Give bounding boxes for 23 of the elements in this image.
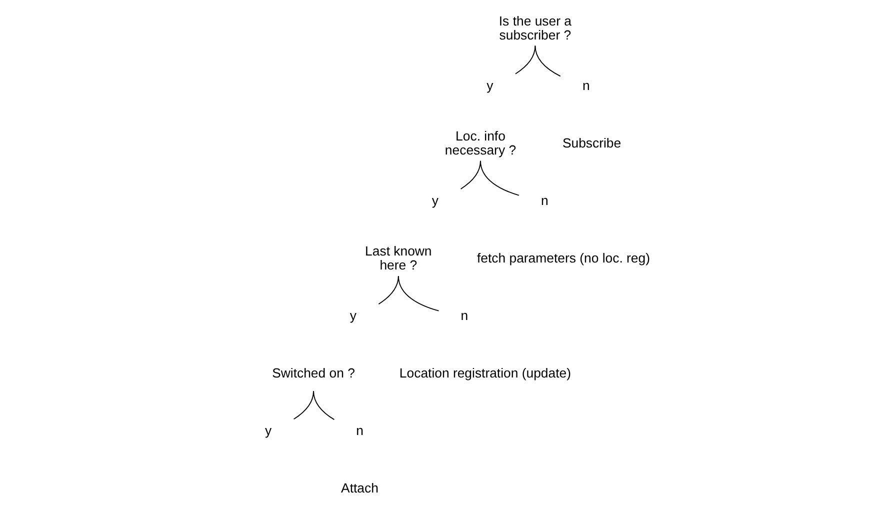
node-text: n xyxy=(460,308,468,324)
node-text: y xyxy=(350,308,356,324)
node-text: y xyxy=(264,423,272,438)
node-text: Last known here ? xyxy=(365,243,432,273)
node-text: Subscribe xyxy=(562,135,622,150)
connector xyxy=(293,390,314,420)
node-text: Attach xyxy=(341,480,378,496)
node-text: n xyxy=(582,78,590,93)
connector xyxy=(313,390,335,420)
node-text: y xyxy=(432,192,439,208)
node-text: n xyxy=(356,423,364,438)
connector xyxy=(534,45,561,77)
node-text: fetch parameters (no loc. reg) xyxy=(477,250,650,266)
node-text: Loc. info necessary ? xyxy=(444,128,516,158)
connector xyxy=(480,160,520,196)
node-text: Is the user a subscriber ? xyxy=(498,13,572,42)
node-text: y xyxy=(486,78,494,93)
node-text: n xyxy=(540,192,548,208)
connector xyxy=(378,276,399,305)
connector xyxy=(515,45,536,74)
node-text: Location registration (update) xyxy=(399,366,571,381)
connector xyxy=(398,276,440,312)
node-text: Switched on ? xyxy=(272,366,355,381)
